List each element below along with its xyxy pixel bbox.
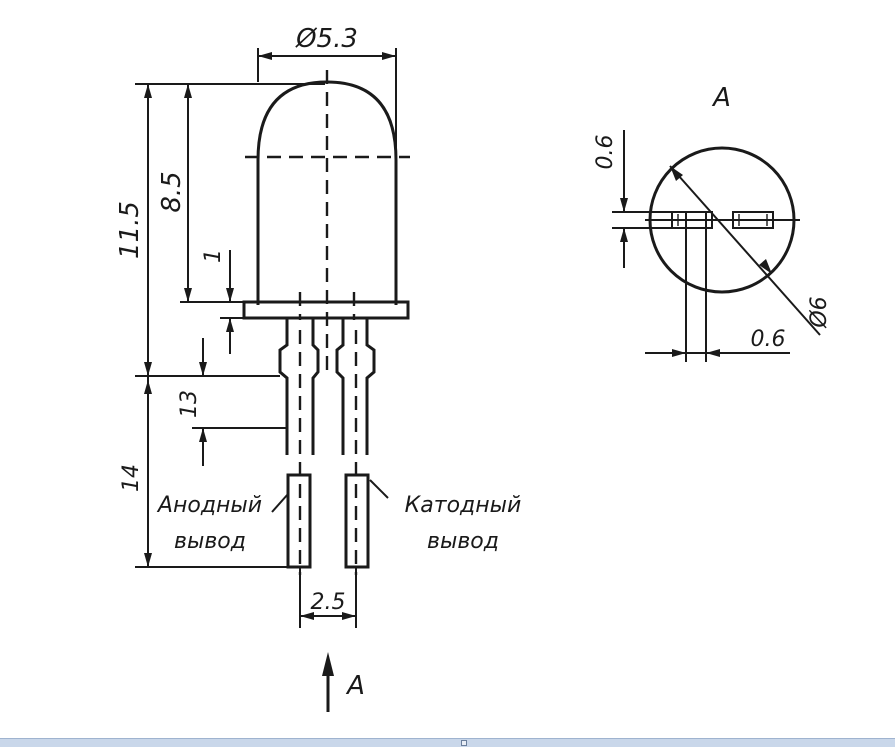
view-lead-thickness-label: 0.6 — [751, 327, 786, 352]
view-arrow-label: A — [345, 671, 365, 701]
view-lead-width-label: 0.6 — [593, 135, 618, 170]
dim-lead-step-label: 13 — [177, 390, 202, 418]
led-body — [242, 70, 410, 370]
view-a-lead-right — [732, 211, 774, 229]
dim-total-height — [135, 83, 325, 376]
dim-lead-step — [135, 338, 287, 466]
dim-diameter — [257, 48, 397, 160]
dim-flange-label: 1 — [201, 249, 226, 263]
statusbar-grip-icon[interactable] — [461, 740, 467, 746]
dim-lead-length — [135, 376, 288, 568]
cathode-label-line1: Катодный — [405, 493, 522, 518]
led-flange — [242, 300, 410, 320]
anode-leader — [271, 493, 289, 513]
cathode-leader — [369, 479, 389, 499]
cathode-lead-upper — [335, 318, 376, 455]
anode-label-line1: Анодный — [156, 493, 262, 518]
anode-label-line2: вывод — [174, 529, 246, 554]
dim-pitch — [299, 567, 357, 628]
dim-diameter-label: Ø5.3 — [295, 24, 358, 54]
cathode-label-line2: вывод — [427, 529, 499, 554]
dim-dome-height-label: 8.5 — [157, 171, 187, 212]
anode-lead-upper — [278, 318, 320, 455]
view-a-title: A — [711, 83, 731, 113]
view-a — [612, 130, 821, 362]
view-diameter-label: Ø6 — [807, 296, 832, 328]
view-arrow — [322, 652, 334, 712]
dim-pitch-label: 2.5 — [311, 590, 346, 615]
anode-lead — [278, 318, 320, 575]
dim-total-height-label: 11.5 — [115, 201, 145, 259]
cathode-lead — [335, 318, 376, 575]
dim-flange — [220, 250, 244, 354]
dim-lead-length-label: 14 — [119, 464, 144, 492]
view-a-lead-left — [671, 211, 713, 229]
dim-dome-height — [180, 84, 244, 303]
